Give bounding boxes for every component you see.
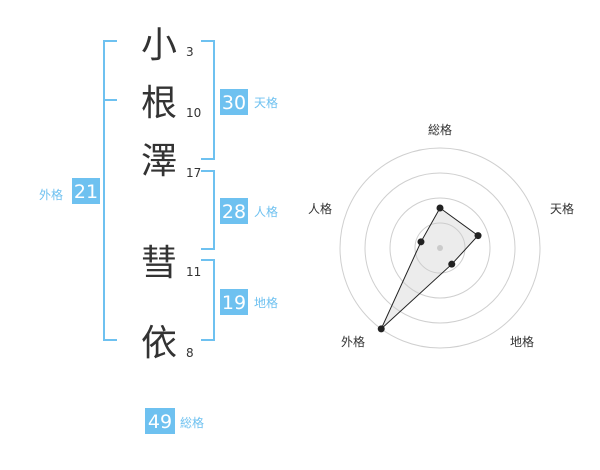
radar-point-3	[448, 260, 456, 268]
radar-point-1	[436, 204, 444, 212]
badge-gaikaku-value: 21	[74, 181, 98, 203]
radar-axis-label-2: 天格	[550, 201, 574, 216]
badge-jinkaku-label: 人格	[254, 204, 278, 219]
radar-point-4	[377, 325, 385, 333]
radar-series-polygon	[380, 207, 479, 330]
name-characters: 小 3 根 10 澤 17 彗 11 依 8	[141, 25, 201, 364]
radar-point-5	[417, 238, 425, 246]
badge-chikaku-value: 19	[222, 292, 246, 314]
radar-ring-2	[389, 197, 491, 299]
radar-ring-1	[414, 222, 466, 274]
radar-axis-label-4: 外格	[341, 334, 365, 349]
radar-axis-label-1: 総格	[428, 122, 452, 137]
badge-tenkaku-label: 天格	[254, 95, 278, 110]
badge-gaikaku-label: 外格	[39, 187, 63, 202]
radar-ring-4	[339, 147, 541, 349]
badge-soukaku-value: 49	[148, 411, 172, 433]
stroke-count-3: 17	[186, 166, 201, 180]
badge-jinkaku-value: 28	[222, 201, 246, 223]
bracket-gaikaku	[103, 40, 117, 341]
name-char-5: 依	[141, 323, 177, 364]
badge-jinkaku-box	[220, 198, 248, 224]
stroke-count-1: 3	[186, 45, 194, 59]
stroke-count-5: 8	[186, 346, 194, 360]
name-char-3: 澤	[141, 141, 177, 182]
badge-chikaku-label: 地格	[254, 295, 278, 310]
stroke-count-2: 10	[186, 106, 201, 120]
radar-axis-label-5: 人格	[308, 201, 332, 216]
badge-soukaku: 49 総格	[145, 408, 204, 434]
name-char-1: 小	[141, 25, 177, 66]
badge-tenkaku-value: 30	[222, 92, 246, 114]
badge-chikaku: 19 地格	[220, 289, 278, 315]
badge-chikaku-box	[220, 289, 248, 315]
radar-center	[437, 245, 443, 251]
bracket-chikaku	[201, 259, 215, 341]
stroke-count-4: 11	[186, 265, 201, 279]
name-char-4: 彗	[141, 243, 177, 284]
badge-tenkaku: 30 天格	[220, 89, 278, 115]
badge-gaikaku: 外格 21	[39, 178, 100, 204]
badge-soukaku-box	[145, 408, 175, 434]
badge-gaikaku-box	[72, 178, 100, 204]
radar-axis-label-3: 地格	[510, 334, 534, 349]
badge-jinkaku: 28 人格	[220, 198, 278, 224]
bracket-jinkaku	[201, 170, 215, 250]
radar-ring-3	[364, 172, 516, 324]
badge-soukaku-label: 総格	[180, 415, 204, 430]
badge-tenkaku-box	[220, 89, 248, 115]
bracket-tenkaku	[201, 40, 215, 160]
radar-point-2	[474, 232, 482, 240]
name-char-2: 根	[141, 83, 177, 124]
